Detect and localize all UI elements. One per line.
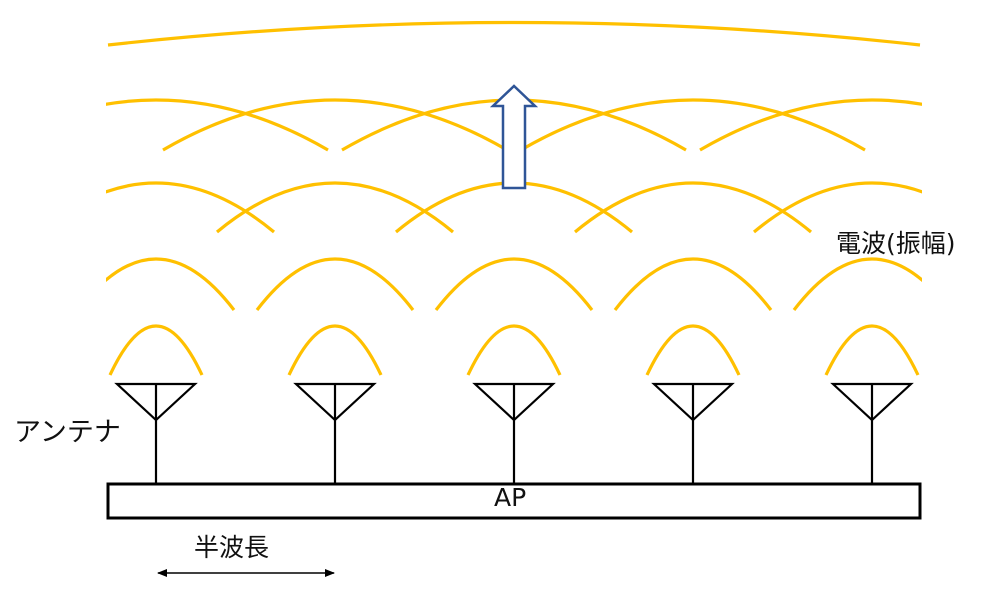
- wave-arc: [106, 257, 236, 311]
- wave-arc: [792, 257, 922, 311]
- propagation-arrow-icon: [489, 84, 539, 190]
- wave-arc: [255, 257, 415, 311]
- wave-arc: [699, 98, 922, 152]
- wave-arc: [434, 257, 594, 311]
- wave-arc: [287, 324, 383, 376]
- wave-arc: [106, 181, 276, 234]
- antenna-icon: [651, 382, 735, 485]
- wave-arc: [613, 257, 773, 311]
- antenna-icon: [472, 382, 556, 485]
- wave-arc: [162, 98, 508, 152]
- antenna-label: アンテナ: [14, 417, 121, 448]
- half-wavelength-label: 半波長: [194, 533, 270, 562]
- wave-arc: [573, 181, 813, 234]
- antenna-icon: [830, 382, 914, 485]
- wave-arc: [645, 324, 741, 376]
- wave-arc: [752, 181, 922, 234]
- ap-box: [106, 482, 922, 520]
- wave-arc: [466, 324, 562, 376]
- wave-arc: [108, 324, 204, 376]
- wave-arc: [106, 98, 329, 152]
- wave-arc: [520, 98, 866, 152]
- antenna-icon: [114, 382, 198, 485]
- wave-arc: [215, 181, 455, 234]
- ap-label: AP: [494, 483, 527, 512]
- antennas: [114, 382, 914, 485]
- wave-amplitude-label: 電波(振幅): [836, 229, 956, 258]
- radio-waves: [106, 98, 922, 376]
- wave-arc: [394, 181, 634, 234]
- combined-wavefront: [107, 20, 921, 47]
- wave-arc: [824, 324, 920, 376]
- antenna-icon: [293, 382, 377, 485]
